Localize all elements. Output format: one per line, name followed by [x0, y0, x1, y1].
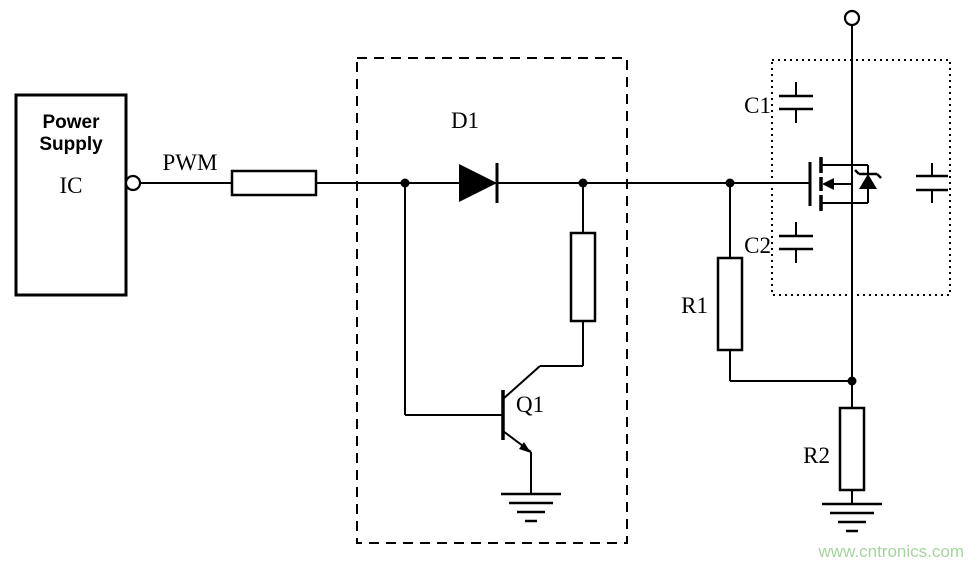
- ground-symbol-left: [501, 492, 561, 523]
- mosfet-body-arrow: [822, 178, 834, 190]
- capacitor-c1: C1: [744, 82, 813, 123]
- body-diode-triangle: [859, 174, 877, 189]
- base-resistor: [569, 231, 597, 323]
- junction-dot: [578, 178, 588, 188]
- junction-dot: [725, 178, 735, 188]
- mosfet: [808, 157, 882, 211]
- watermark-text: www.cntronics.com: [818, 542, 964, 561]
- diode-d1: D1: [451, 108, 499, 203]
- drain-supply-terminal: [843, 9, 861, 27]
- d1-label: D1: [451, 108, 479, 133]
- pwm-output-terminal: [124, 174, 142, 192]
- q1-emitter-arrow: [519, 442, 531, 453]
- diode-d1-anode-triangle: [459, 164, 497, 202]
- body-diode-zener-wing: [876, 173, 882, 179]
- mosfet-model-boundary: [771, 59, 951, 296]
- body-diode-zener-wing: [854, 169, 860, 175]
- power-supply-box: [14, 93, 128, 297]
- r2-body: [838, 406, 866, 492]
- ground-symbol-right: [822, 502, 882, 533]
- junction-dot: [847, 376, 857, 386]
- junction-dots: [400, 178, 857, 386]
- r1-body: [716, 256, 744, 352]
- ic-label: IC: [60, 173, 83, 198]
- resistor-r1: R1: [681, 256, 744, 352]
- resistor-r2: R2: [803, 406, 866, 492]
- capacitor-c2: C2: [744, 222, 813, 263]
- capacitor-cds: [916, 163, 948, 203]
- wire-collector: [502, 365, 541, 400]
- power-supply-label-line2: Supply: [39, 134, 103, 155]
- c2-label: C2: [744, 233, 771, 258]
- power-supply-label-line1: Power: [42, 112, 100, 133]
- junction-dot: [400, 178, 410, 188]
- transistor-q1: Q1: [501, 390, 544, 494]
- pwm-label: PWM: [163, 150, 218, 175]
- c1-label: C1: [744, 93, 771, 118]
- q1-label: Q1: [516, 392, 544, 417]
- r2-label: R2: [803, 443, 830, 468]
- r1-label: R1: [681, 293, 708, 318]
- gate-series-resistor: [230, 169, 318, 197]
- power-supply-ic-block: Power Supply IC: [14, 93, 142, 297]
- driver-section-boundary: [356, 57, 628, 544]
